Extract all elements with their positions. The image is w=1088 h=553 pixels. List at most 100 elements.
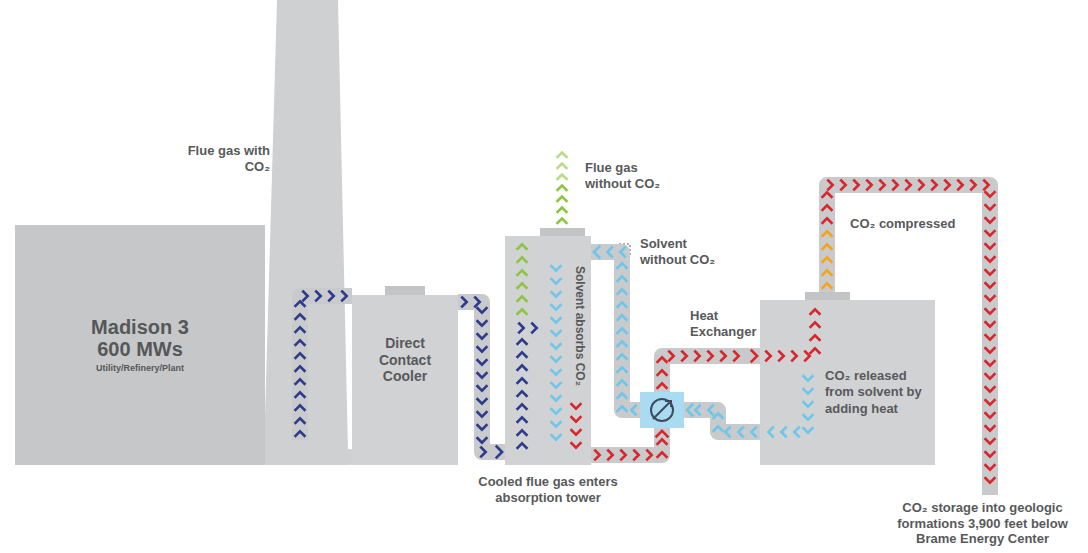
flow-chevron bbox=[518, 430, 527, 435]
flow-chevron bbox=[608, 451, 613, 460]
flow-chevron bbox=[620, 248, 625, 257]
flow-chevron bbox=[618, 393, 627, 398]
pipe-connector bbox=[458, 298, 505, 458]
flow-chevron bbox=[552, 292, 561, 297]
flow-chevron bbox=[478, 308, 487, 313]
flow-chevron bbox=[932, 181, 937, 190]
inlet-caption: Cooled flue gas enters absorption tower bbox=[463, 474, 633, 505]
flow-chevron bbox=[768, 428, 773, 437]
flow-chevron bbox=[811, 322, 820, 327]
flow-chevron bbox=[721, 352, 726, 361]
flow-chevron bbox=[986, 205, 995, 210]
flow-chevron bbox=[804, 376, 813, 381]
flow-chevron bbox=[695, 406, 700, 415]
flow-chevron bbox=[804, 428, 813, 433]
flow-chevron bbox=[631, 406, 636, 415]
flow-chevron bbox=[906, 181, 911, 190]
stripper-tower: CO₂ released from solvent by adding heat bbox=[760, 300, 935, 465]
stripper-label: CO₂ released from solvent by adding heat bbox=[825, 368, 931, 417]
flow-chevron bbox=[751, 428, 756, 437]
flow-chevron bbox=[552, 344, 561, 349]
flow-chevron bbox=[708, 352, 713, 361]
flow-chevron bbox=[725, 428, 730, 437]
flow-chevron bbox=[572, 430, 581, 435]
flow-chevron bbox=[867, 181, 872, 190]
pipe-connector bbox=[591, 247, 640, 415]
compression-label: CO₂ compressed bbox=[850, 216, 980, 232]
flow-chevron bbox=[552, 422, 561, 427]
flow-chevron bbox=[462, 298, 467, 307]
flow-chevron bbox=[618, 367, 627, 372]
flow-chevron bbox=[986, 244, 995, 249]
flow-chevron bbox=[958, 181, 963, 190]
flow-chevron bbox=[986, 361, 995, 366]
flow-chevron bbox=[518, 417, 527, 422]
pipe bbox=[662, 356, 760, 392]
flow-chevron bbox=[558, 197, 567, 202]
flow-chevron bbox=[519, 324, 524, 333]
flow-chevron bbox=[316, 292, 321, 301]
layout-pipes bbox=[296, 181, 995, 496]
flow-chevron bbox=[986, 283, 995, 288]
absorber-tower: Solvent absorbs CO₂ bbox=[505, 236, 591, 465]
flow-chevron bbox=[658, 452, 667, 457]
flow-chevron bbox=[558, 175, 567, 180]
flow-chevron bbox=[781, 428, 786, 437]
flow-chevron bbox=[779, 352, 784, 361]
flow-chevron bbox=[658, 439, 667, 444]
flow-chevron bbox=[296, 366, 305, 371]
flow-chevron bbox=[478, 360, 487, 365]
flow-chevron bbox=[804, 389, 813, 394]
flow-chevron bbox=[558, 208, 567, 213]
flow-chevron bbox=[695, 352, 700, 361]
arrow-head bbox=[687, 405, 693, 416]
flow-chevron bbox=[792, 352, 797, 361]
outlet-label: Flue gas without CO₂ bbox=[585, 160, 675, 191]
flow-chevron bbox=[986, 400, 995, 405]
flow-chevron bbox=[552, 435, 561, 440]
flow-chevron bbox=[303, 292, 308, 301]
flow-chevron bbox=[552, 305, 561, 310]
flow-chevron bbox=[986, 374, 995, 379]
stack-label: Flue gas with CO₂ bbox=[182, 143, 270, 174]
flow-chevron bbox=[518, 296, 527, 301]
flow-chevron bbox=[478, 412, 487, 417]
flow-chevron bbox=[986, 322, 995, 327]
flow-chevron bbox=[618, 354, 627, 359]
flow-chevron bbox=[804, 415, 813, 420]
flow-chevron bbox=[342, 292, 347, 301]
flow-chevron bbox=[552, 318, 561, 323]
flow-chevron bbox=[841, 181, 846, 190]
cooler-tower: Direct Contact Cooler bbox=[352, 295, 458, 465]
flow-chevron bbox=[607, 248, 612, 257]
flow-chevron bbox=[296, 314, 305, 319]
flow-chevron bbox=[552, 279, 561, 284]
flow-chevron bbox=[647, 451, 652, 460]
flow-chevron bbox=[811, 309, 820, 314]
power-plant-building: Madison 3 600 MWsUtility/Refinery/Plant bbox=[15, 225, 265, 465]
flow-chevron bbox=[552, 266, 561, 271]
flow-chevron bbox=[478, 399, 487, 404]
flow-chevron bbox=[518, 391, 527, 396]
flow-chevron bbox=[296, 418, 305, 423]
flow-chevron bbox=[478, 386, 487, 391]
flow-chevron bbox=[558, 186, 567, 191]
heat-exchanger-symbol bbox=[640, 392, 684, 428]
flow-chevron bbox=[518, 378, 527, 383]
flow-chevron bbox=[618, 302, 627, 307]
flow-chevron bbox=[738, 428, 743, 437]
flow-chevron bbox=[481, 448, 486, 457]
flow-chevron bbox=[823, 192, 832, 197]
heat-exchanger-heading: Heat Exchanger bbox=[690, 308, 780, 339]
flow-chevron bbox=[518, 404, 527, 409]
flow-chevron bbox=[478, 373, 487, 378]
pipe bbox=[591, 428, 662, 455]
flow-chevron bbox=[986, 335, 995, 340]
flow-chevron bbox=[986, 439, 995, 444]
flow-chevron bbox=[811, 348, 820, 353]
flow-chevron bbox=[986, 478, 995, 483]
flow-chevron bbox=[986, 413, 995, 418]
flow-chevron bbox=[766, 352, 771, 361]
flow-chevron bbox=[986, 296, 995, 301]
